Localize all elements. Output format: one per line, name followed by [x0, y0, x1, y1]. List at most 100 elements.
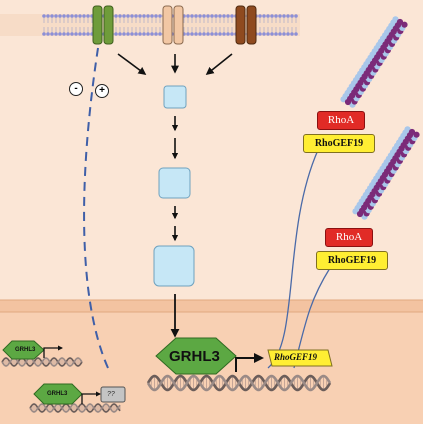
- lipid-head: [262, 14, 266, 18]
- lipid-head: [126, 14, 130, 18]
- lipid-head: [154, 14, 158, 18]
- tss-arrow-main: [235, 353, 264, 372]
- grhl3-protein-main: [155, 337, 237, 375]
- lipid-head: [262, 32, 266, 36]
- lipid-head: [122, 14, 126, 18]
- signal-box-1: [163, 85, 187, 109]
- lipid-head: [50, 14, 54, 18]
- lipid-head: [274, 14, 278, 18]
- lipid-head: [46, 32, 50, 36]
- lipid-head: [194, 32, 198, 36]
- lipid-head: [286, 32, 290, 36]
- lipid-head: [130, 32, 134, 36]
- lipid-head: [150, 32, 154, 36]
- lipid-head: [118, 32, 122, 36]
- lipid-head: [142, 14, 146, 18]
- lipid-head: [114, 32, 118, 36]
- dna-strand: [29, 403, 121, 413]
- lipid-head: [190, 32, 194, 36]
- lipid-head: [190, 14, 194, 18]
- lipid-head: [266, 14, 270, 18]
- lipid-head: [78, 32, 82, 36]
- lipid-head: [218, 32, 222, 36]
- actin-monomer: [404, 126, 411, 133]
- lipid-head: [198, 32, 202, 36]
- actin-monomer: [396, 18, 404, 26]
- lipid-head: [138, 14, 142, 18]
- receptor-brown-icon: [235, 5, 257, 45]
- grhl3-protein-small-2: [33, 383, 83, 405]
- lipid-head: [62, 32, 66, 36]
- lipid-head: [198, 14, 202, 18]
- lipid-head: [222, 14, 226, 18]
- rhoa-label-bottom: RhoA: [325, 228, 373, 247]
- lipid-head: [274, 32, 278, 36]
- lipid-head: [258, 32, 262, 36]
- lipid-head: [226, 14, 230, 18]
- lipid-head: [290, 32, 294, 36]
- lipid-head: [54, 14, 58, 18]
- lipid-head: [74, 32, 78, 36]
- lipid-head: [86, 32, 90, 36]
- lipid-head: [202, 14, 206, 18]
- unknown-gene-box: [100, 386, 126, 403]
- lipid-head: [218, 14, 222, 18]
- lipid-head: [266, 32, 270, 36]
- unknown-gene-label: ??: [107, 391, 115, 398]
- lipid-head: [282, 32, 286, 36]
- lipid-head: [54, 32, 58, 36]
- lipid-head: [278, 32, 282, 36]
- lipid-head: [118, 14, 122, 18]
- rhoa-label-top: RhoA: [317, 111, 365, 130]
- lipid-head: [70, 14, 74, 18]
- lipid-head: [294, 14, 298, 18]
- lipid-head: [282, 14, 286, 18]
- nuclear-envelope: [0, 300, 423, 312]
- lipid-head: [130, 14, 134, 18]
- lipid-head: [42, 14, 46, 18]
- actin-monomer: [413, 131, 420, 138]
- lipid-head: [114, 14, 118, 18]
- lipid-head: [290, 14, 294, 18]
- tss-arrow-small-2: [81, 391, 102, 404]
- lipid-head: [150, 14, 154, 18]
- lipid-head: [214, 14, 218, 18]
- lipid-head: [226, 32, 230, 36]
- lipid-head: [210, 32, 214, 36]
- lipid-head: [270, 32, 274, 36]
- lipid-head: [66, 14, 70, 18]
- lipid-head: [186, 32, 190, 36]
- receptor-green-icon: [92, 5, 114, 45]
- membrane-core: [0, 14, 300, 36]
- lipid-head: [294, 32, 298, 36]
- lipid-head: [46, 14, 50, 18]
- dna-strand: [146, 374, 332, 392]
- lipid-head: [146, 32, 150, 36]
- grhl3-protein-small-1: [2, 340, 45, 360]
- lipid-head: [50, 32, 54, 36]
- lipid-head: [278, 14, 282, 18]
- lipid-head: [82, 32, 86, 36]
- grhl3-label-small-2: GRHL3: [47, 391, 68, 397]
- arrow-green-receptor: [117, 53, 147, 75]
- inhibition-sign: -: [69, 82, 83, 96]
- lipid-head: [122, 32, 126, 36]
- lipid-head: [134, 32, 138, 36]
- lipid-head: [158, 32, 162, 36]
- signal-box-2: [158, 167, 191, 199]
- lipid-head: [58, 32, 62, 36]
- lipid-head: [286, 14, 290, 18]
- lipid-head: [82, 14, 86, 18]
- arrow-brown-receptor: [205, 53, 233, 75]
- lipid-head: [66, 32, 70, 36]
- dna-helix-icon: [29, 403, 121, 413]
- lipid-head: [202, 32, 206, 36]
- receptor-tan-icon: [162, 5, 184, 45]
- grhl3-feedback-dashed-line: [83, 47, 109, 369]
- lipid-head: [270, 14, 274, 18]
- lipid-head: [210, 14, 214, 18]
- rhogef19-label-bottom: RhoGEF19: [316, 251, 388, 270]
- lipid-head: [186, 14, 190, 18]
